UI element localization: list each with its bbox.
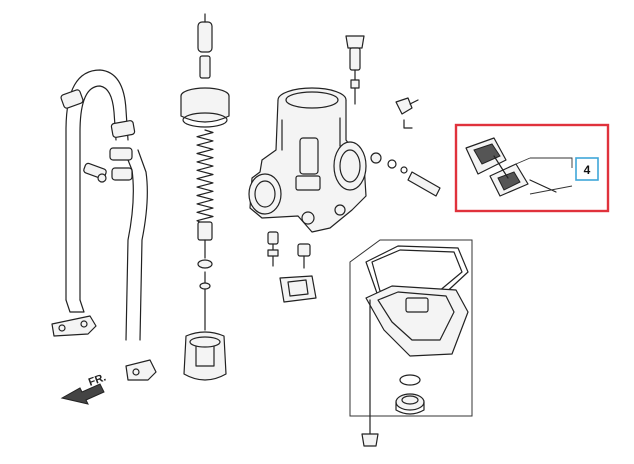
fuel-screw-set[interactable] <box>370 152 441 197</box>
float-assembly[interactable] <box>465 137 573 197</box>
throttle-valve[interactable] <box>183 331 227 381</box>
front-direction-marker: FR. <box>60 371 108 405</box>
callout-4: 4 <box>575 157 599 181</box>
throttle-valve-spring[interactable] <box>196 129 214 225</box>
float-bowl-group-outline <box>349 239 473 417</box>
drain-plug[interactable] <box>395 393 425 415</box>
float-assembly-highlight <box>454 123 610 213</box>
front-direction-label: FR. <box>87 371 108 388</box>
jet-needle-holder[interactable] <box>197 221 213 269</box>
float-bowl[interactable] <box>365 285 469 357</box>
hot-start-plunger[interactable] <box>297 243 311 269</box>
air-screw[interactable] <box>267 231 279 267</box>
float-valve-seat[interactable] <box>279 275 317 303</box>
vent-tube-assembly[interactable] <box>60 69 148 341</box>
cable-adjuster-top[interactable] <box>197 13 213 79</box>
mounting-bracket-lower[interactable] <box>125 359 157 381</box>
callout-4-label: 4 <box>584 163 591 177</box>
carburetor-top-cap[interactable] <box>180 87 230 128</box>
drain-plug-oring[interactable] <box>399 374 421 386</box>
carburetor-body[interactable] <box>248 87 367 233</box>
jet-needle[interactable] <box>199 271 211 331</box>
idle-adjust-screw[interactable] <box>345 35 365 105</box>
mounting-bracket-left[interactable] <box>51 315 97 337</box>
float-bowl-bolt[interactable] <box>361 299 379 447</box>
front-arrow-icon <box>60 383 105 405</box>
tube-clip-small[interactable] <box>83 162 107 183</box>
throttle-stop-screw[interactable] <box>395 97 419 129</box>
